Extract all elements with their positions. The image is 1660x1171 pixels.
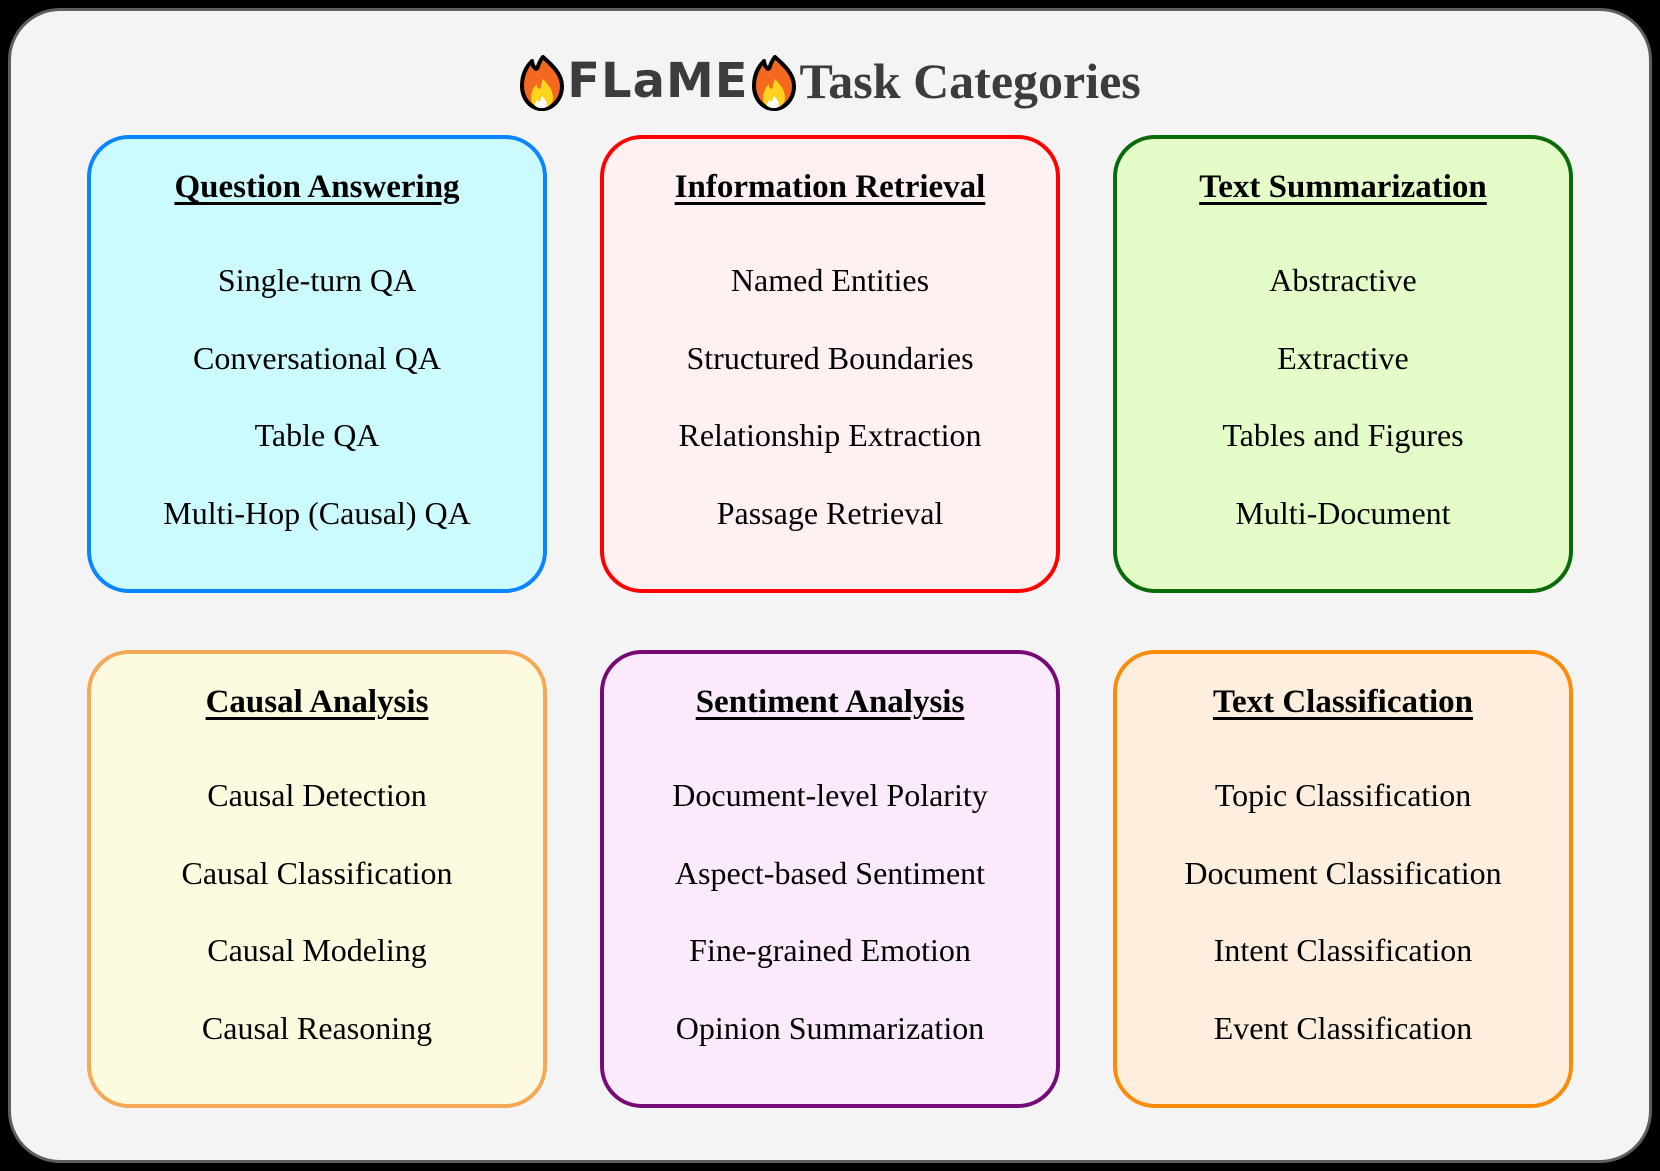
category-item: Causal Detection	[207, 777, 427, 814]
category-item: Causal Modeling	[207, 932, 427, 969]
category-item: Event Classification	[1213, 1009, 1473, 1046]
category-item: Conversational QA	[193, 339, 441, 376]
category-title: Information Retrieval	[674, 169, 986, 205]
category-item-list: Single-turn QA Conversational QA Table QA M…	[91, 221, 543, 589]
category-title: Text Summarization	[1199, 169, 1487, 205]
category-item: Causal Classification	[181, 854, 453, 891]
category-item: Aspect-based Sentiment	[674, 854, 986, 891]
category-item: Table QA	[254, 417, 380, 454]
category-item: Abstractive	[1269, 262, 1417, 299]
category-item: Multi-Hop (Causal) QA	[163, 494, 471, 531]
category-title: Causal Analysis	[205, 684, 429, 720]
category-item: Document-level Polarity	[672, 777, 988, 814]
category-title: Question Answering	[174, 169, 460, 205]
category-item: Fine-grained Emotion	[689, 932, 971, 969]
figure-title: FLaME Task Categories	[519, 41, 1141, 121]
category-item: Tables and Figures	[1222, 417, 1464, 454]
category-item: Topic Classification	[1214, 777, 1472, 814]
category-item: Extractive	[1277, 339, 1409, 376]
category-title: Text Classification	[1212, 684, 1474, 720]
category-title: Sentiment Analysis	[695, 684, 965, 720]
category-item: Relationship Extraction	[678, 417, 982, 454]
category-item: Passage Retrieval	[716, 494, 944, 531]
category-item: Opinion Summarization	[675, 1009, 985, 1046]
category-item: Document Classification	[1184, 854, 1502, 891]
category-item: Causal Reasoning	[201, 1009, 433, 1046]
fire-icon	[519, 55, 565, 111]
category-item: Intent Classification	[1213, 932, 1473, 969]
category-item: Structured Boundaries	[686, 339, 974, 376]
category-item: Named Entities	[730, 262, 930, 299]
fire-icon	[751, 55, 797, 111]
page-title: Task Categories	[799, 53, 1141, 109]
category-item: Single-turn QA	[217, 262, 417, 299]
brand-name: FLaME	[567, 53, 749, 109]
category-item: Multi-Document	[1235, 494, 1451, 531]
outer-panel: FLaME Task Categories Question Answering…	[8, 8, 1652, 1163]
